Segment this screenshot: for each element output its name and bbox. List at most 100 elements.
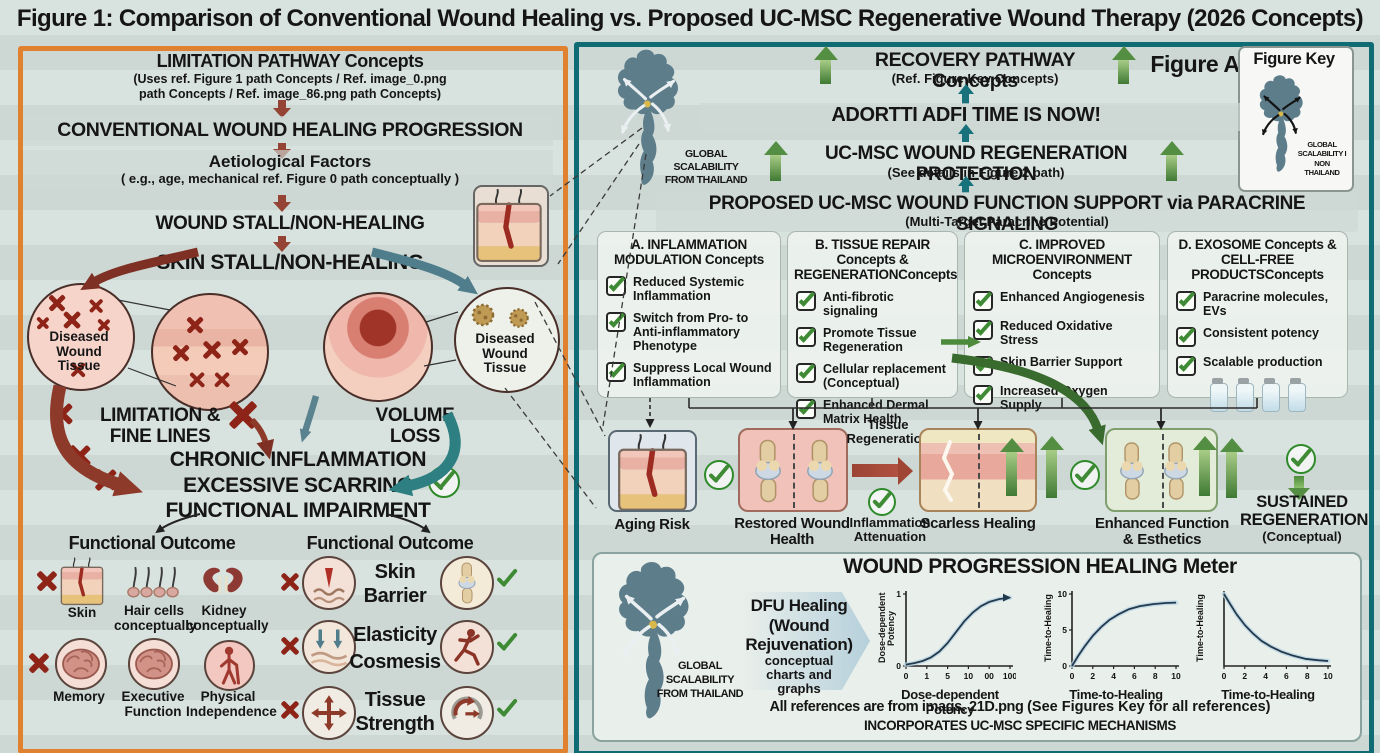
- svg-text:2: 2: [1242, 671, 1247, 681]
- healing-meter-box: [592, 552, 1362, 742]
- svg-text:1: 1: [896, 589, 901, 599]
- recovery-sub: (Ref. Figure Key Concepts): [891, 71, 1059, 86]
- checklist-text: Increased Oxygen Supply: [1000, 383, 1108, 412]
- x-mark-icon: [28, 652, 50, 674]
- svg-text:8: 8: [1153, 671, 1158, 681]
- checklist-item: Reduced Oxidative Stress: [973, 319, 1151, 347]
- restored-wound-box: [738, 428, 848, 512]
- checklist-text: Skin Barrier Support: [1000, 354, 1123, 369]
- chart-x-label: Time-to-Healing: [1221, 687, 1315, 702]
- x-mark-icon: [50, 402, 74, 426]
- column-tissue-repair: B. TISSUE REPAIR Concepts & REGENERATION…: [787, 231, 958, 426]
- skin-cross-section-inset: [473, 185, 549, 267]
- checklist-text: Promote Tissue Regeneration: [823, 325, 917, 354]
- checkbox-check-icon: [973, 290, 993, 311]
- column-header: D. EXOSOME Concepts & CELL-FREE PRODUCTS…: [1178, 237, 1337, 282]
- vial-icon: [1209, 377, 1228, 412]
- checklist-item: Skin Barrier Support: [973, 355, 1151, 376]
- outcome-label-executive: Executive Function: [121, 689, 185, 719]
- column-inflammation: A. INFLAMMATION MODULATION Concepts Redu…: [597, 231, 781, 398]
- scarless-healing-box: [919, 428, 1037, 512]
- diseased-cell-icon: [509, 308, 529, 328]
- dfu-title: DFU Healing (Wound Rejuvenation): [745, 596, 853, 655]
- sustained-sub-label: (Conceptual): [1262, 529, 1342, 544]
- down-arrow-icon: [273, 100, 291, 118]
- chart-y-label: Time-to-Healing: [1043, 594, 1053, 662]
- check-icon: [494, 566, 520, 592]
- checkbox-check-icon: [796, 398, 816, 419]
- svg-text:00: 00: [984, 671, 994, 681]
- x-mark-icon: [280, 572, 300, 592]
- banner-support-sub: (Multi-Target Paracrine Potential): [905, 214, 1109, 229]
- checklist-item: Paracrine molecules, EVs: [1176, 290, 1339, 318]
- checklist-item: Anti-fibrotic signaling: [796, 290, 949, 318]
- green-up-arrow-icon: [1118, 60, 1129, 84]
- skin-icon: [60, 556, 104, 606]
- wound-crater-circle: [323, 292, 433, 402]
- x-mark-icon: [36, 316, 50, 330]
- figure-key-title: Figure Key: [1253, 50, 1335, 68]
- x-mark-icon: [94, 468, 118, 492]
- svg-text:6: 6: [1132, 671, 1137, 681]
- green-up-arrow-icon: [1046, 450, 1057, 498]
- knee-joint-icon: [440, 556, 494, 610]
- banner-support-title: PROPOSED UC-MSC WOUND FUNCTION SUPPORT v…: [708, 193, 1306, 235]
- footnote-references: All references are from imags, 21D.png (…: [769, 699, 1271, 715]
- banner-now: ADORTTI ADFI TIME IS NOW!: [831, 104, 1101, 126]
- checklist-item: Consistent potency: [1176, 326, 1339, 347]
- checklist-text: Paracrine molecules, EVs: [1203, 289, 1329, 318]
- red-right-arrow-icon: [852, 464, 898, 477]
- limitation-label: LIMITATION &FINE LINES: [99, 405, 221, 447]
- checkbox-check-icon: [1176, 290, 1196, 311]
- tissue-regeneration-label: Tissue Regeneration: [846, 417, 930, 447]
- vial-icon: [1287, 377, 1306, 412]
- outcome-label-kidney: Kidney conceptually: [186, 603, 269, 633]
- checkbox-check-icon: [606, 311, 626, 332]
- checkbox-check-icon: [973, 319, 993, 340]
- aging-risk-box: [608, 430, 697, 512]
- check-icon: [494, 630, 520, 656]
- person-cane-icon: [204, 640, 255, 691]
- step-wound-stall: WOUND STALL/NON-HEALING: [155, 213, 425, 234]
- checklist-item: Reduced Systemic Inflammation: [606, 275, 772, 303]
- svg-text:100: 100: [1003, 671, 1016, 681]
- teal-up-arrow-icon: [962, 94, 969, 104]
- svg-text:5: 5: [1062, 625, 1067, 635]
- checklist-text: Suppress Local Wound Inflammation: [633, 360, 772, 389]
- band: [23, 150, 553, 190]
- teal-up-arrow-icon: [962, 134, 969, 142]
- svg-text:5: 5: [945, 671, 950, 681]
- checklist-text: Scalable production: [1203, 354, 1323, 369]
- skin-barrier-icon: [302, 556, 356, 610]
- outcome-label-skin: Skin: [67, 605, 97, 620]
- outcome-label-hair: Hair cells conceptually: [114, 603, 197, 633]
- step-progression: CONVENTIONAL WOUND HEALING PROGRESSION: [57, 119, 523, 141]
- green-down-arrow-icon: [1294, 476, 1304, 488]
- diseased-cell-icon: [471, 303, 495, 327]
- band: [656, 192, 1358, 232]
- meter-map-caption: GLOBAL SCALABILITY FROM THAILAND: [656, 660, 744, 700]
- x-mark-icon: [188, 371, 205, 388]
- x-mark-icon: [36, 570, 58, 592]
- enhanced-function-box: [1105, 428, 1218, 512]
- banner-protection-sub: (See details in Figure 2 path): [887, 165, 1065, 180]
- checklist-text: Reduced Systemic Inflammation: [633, 274, 745, 303]
- band: [23, 116, 553, 146]
- diseased-tissue-label-2: Diseased Wound Tissue: [475, 331, 535, 376]
- green-up-arrow-icon: [1006, 452, 1017, 496]
- enhanced-function-label: Enhanced Function & Esthetics: [1094, 515, 1230, 549]
- left-header-sub: (Uses ref. Figure 1 path Concepts / Ref.…: [133, 72, 447, 101]
- figure-key-caption: GLOBAL SCALABILITY I NON THAILAND: [1297, 140, 1347, 178]
- checklist-item: Switch from Pro- to Anti-inflammatory Ph…: [606, 311, 772, 353]
- step-aetiological: Aetiological Factors: [208, 152, 372, 171]
